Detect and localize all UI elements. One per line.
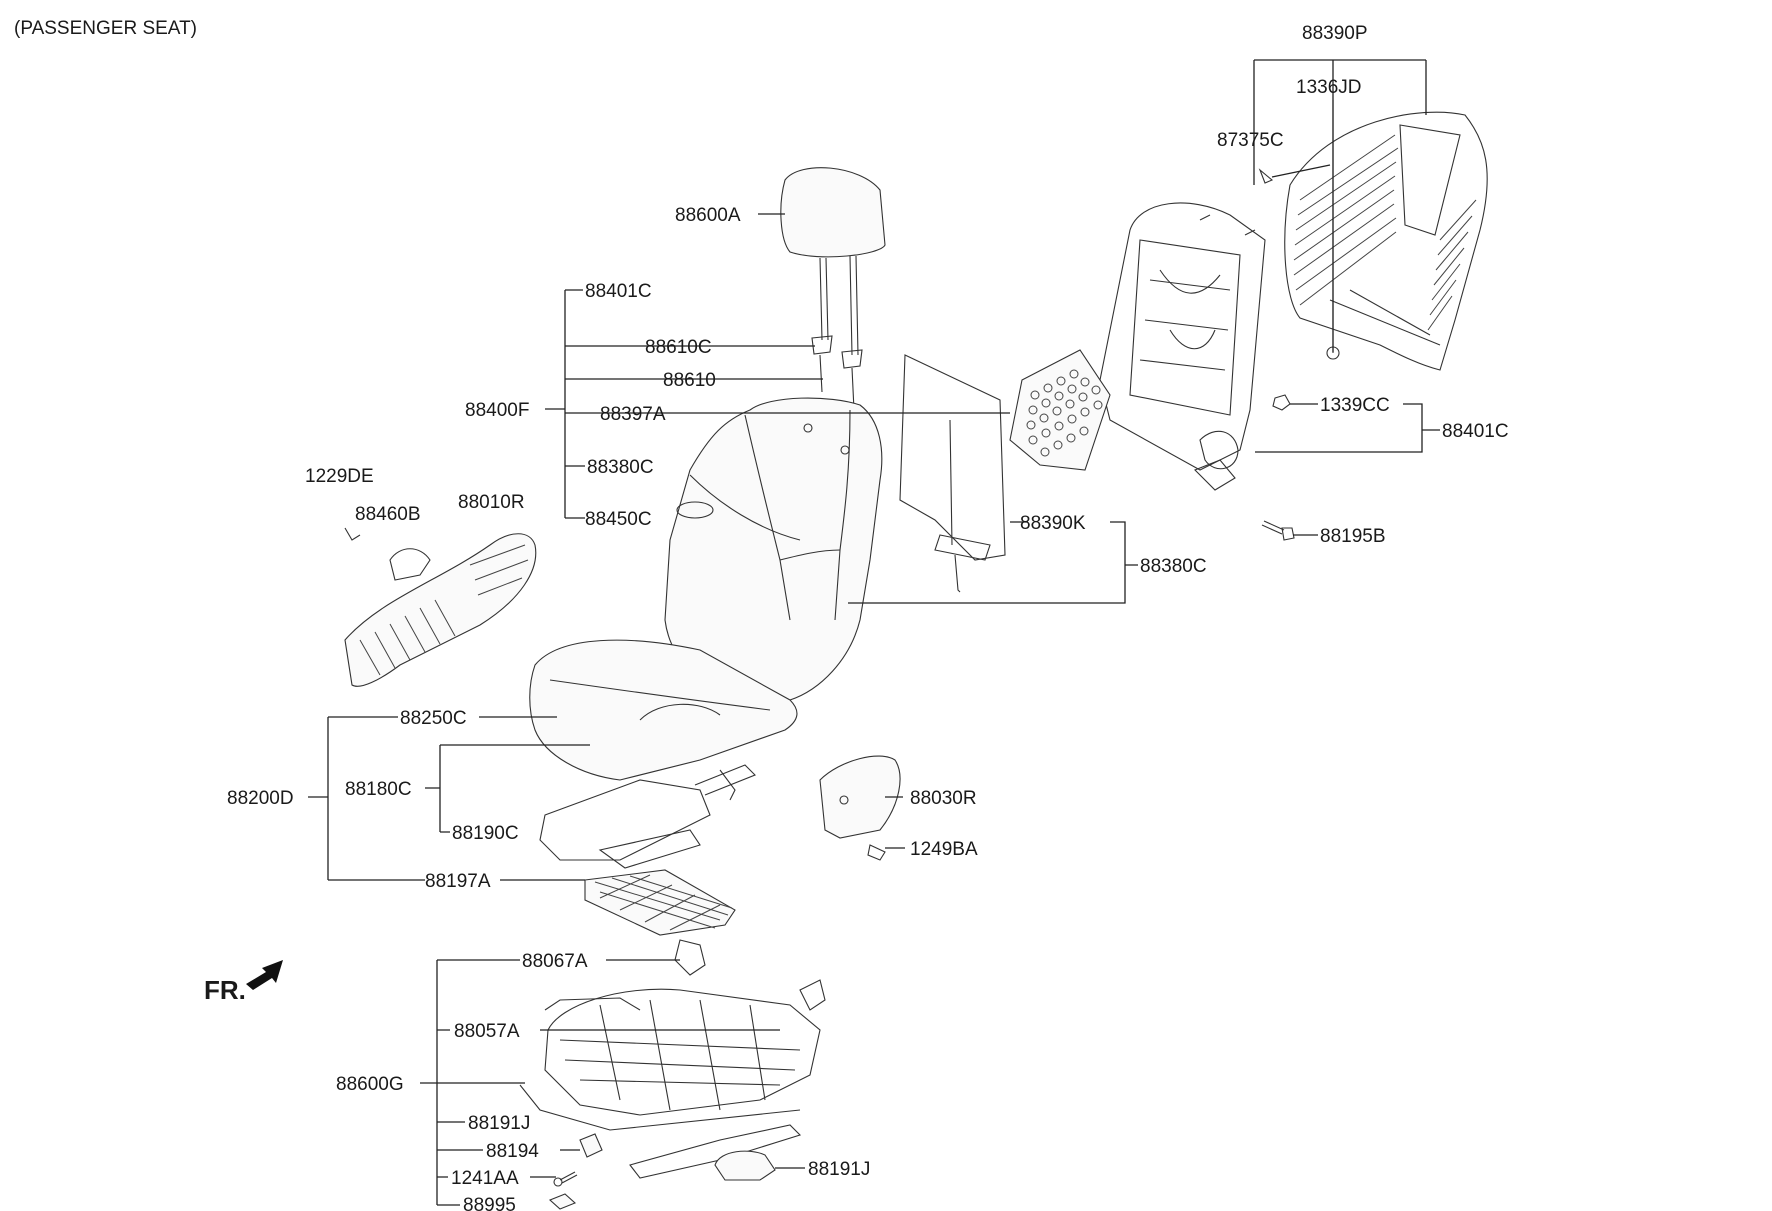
label-88600A: 88600A (675, 205, 741, 226)
label-88610: 88610 (663, 370, 716, 391)
part-bolt-88195B (1261, 520, 1295, 541)
label-1249BA: 1249BA (910, 839, 978, 860)
label-88380C-right: 88380C (1140, 556, 1207, 577)
label-88600G: 88600G (336, 1074, 404, 1095)
label-88057A: 88057A (454, 1021, 520, 1042)
part-headrest (780, 167, 886, 411)
part-side-trim (344, 527, 537, 687)
part-labels: 88390P 1336JD 87375C 88600A 88401C 88610… (227, 23, 1509, 1211)
label-88450C: 88450C (585, 509, 652, 530)
part-switch-88194 (579, 1133, 603, 1158)
part-seat-track-assembly (519, 939, 826, 1179)
part-cushion-pad (539, 764, 756, 869)
label-88390K: 88390K (1020, 513, 1086, 534)
leader-lines (308, 59, 1440, 1206)
label-88180C: 88180C (345, 779, 412, 800)
part-seatback-frame (1099, 202, 1266, 491)
label-1339CC: 1339CC (1320, 395, 1390, 416)
part-cushion-cover (529, 639, 798, 781)
label-88397A: 88397A (600, 404, 666, 425)
label-1241AA: 1241AA (451, 1168, 519, 1189)
front-arrow-icon (246, 960, 283, 990)
label-87375C: 87375C (1217, 130, 1284, 151)
label-88401C-right: 88401C (1442, 421, 1509, 442)
part-mesh-88197A (584, 869, 736, 936)
part-shield-cover (819, 755, 901, 839)
label-1229DE: 1229DE (305, 466, 374, 487)
label-1336JD: 1336JD (1296, 77, 1362, 98)
label-88380C-left: 88380C (587, 457, 654, 478)
part-motor-88191J (714, 1150, 776, 1181)
part-seatback-rear-panel (1258, 100, 1488, 371)
part-screw-1249BA (867, 844, 886, 861)
label-88390P: 88390P (1302, 23, 1368, 44)
label-88610C: 88610C (645, 337, 712, 358)
part-seatback-cover (664, 397, 883, 701)
label-88197A: 88197A (425, 871, 491, 892)
label-88067A: 88067A (522, 951, 588, 972)
label-88460B: 88460B (355, 504, 421, 525)
part-lumbar-mesh (1009, 349, 1111, 471)
label-88200D: 88200D (227, 788, 294, 809)
label-88995: 88995 (463, 1195, 516, 1211)
label-88030R: 88030R (910, 788, 977, 809)
label-88194: 88194 (486, 1141, 539, 1162)
front-direction-marker: FR. (204, 960, 283, 1005)
part-block-88995 (548, 1193, 577, 1210)
label-88190C: 88190C (452, 823, 519, 844)
part-nut-1339CC (1272, 394, 1291, 411)
label-88250C: 88250C (400, 708, 467, 729)
label-88401C-top: 88401C (585, 281, 652, 302)
label-88195B: 88195B (1320, 526, 1386, 547)
label-88191J-left: 88191J (468, 1113, 530, 1134)
diagram-title: (PASSENGER SEAT) (14, 18, 197, 39)
front-label: FR. (204, 975, 246, 1005)
label-88191J-right: 88191J (808, 1159, 870, 1180)
label-88400F: 88400F (465, 400, 529, 421)
part-bolt-1241AA (553, 1171, 578, 1187)
part-lumbar-wire-panel (899, 354, 1006, 593)
label-88010R: 88010R (458, 492, 525, 513)
